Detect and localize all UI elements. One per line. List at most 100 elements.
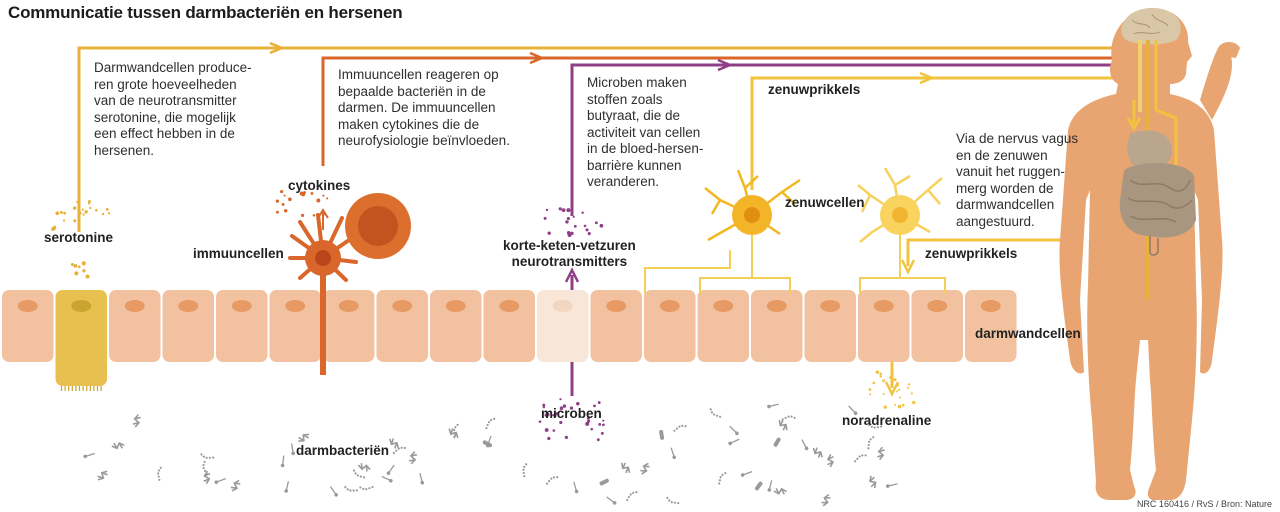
bacterium	[448, 428, 459, 439]
bacterium	[200, 453, 215, 459]
particle	[888, 376, 892, 380]
bacterium	[284, 481, 290, 493]
particle	[602, 423, 605, 427]
particle	[598, 422, 602, 426]
particle	[288, 197, 292, 202]
gut-wall-cells	[2, 290, 1017, 391]
bacterium	[408, 451, 418, 465]
bacterium	[673, 424, 687, 432]
particle	[899, 396, 901, 399]
particle	[561, 208, 566, 213]
particle	[73, 219, 77, 223]
particle	[538, 420, 542, 423]
bacterium	[740, 470, 753, 477]
particle	[544, 428, 549, 432]
paragraph-darmwandcellen: Darmwandcellen produce- ren grote hoevee…	[94, 60, 252, 158]
particle	[101, 212, 105, 216]
label-immuuncellen: immuuncellen	[193, 246, 284, 261]
label-vetzuren: korte-keten-vetzuren neurotransmitters	[503, 238, 636, 269]
bacterium	[868, 423, 883, 429]
gut-wall-cell	[2, 290, 54, 362]
particle	[573, 224, 577, 228]
bacterium	[386, 464, 395, 475]
particle	[896, 384, 899, 387]
particle	[82, 213, 85, 216]
bacterium	[357, 463, 371, 472]
gut-wall-cell	[590, 290, 642, 362]
particle	[578, 413, 581, 417]
particle	[564, 435, 568, 439]
bacterium	[709, 408, 722, 418]
particle	[542, 406, 546, 409]
particle	[910, 392, 913, 395]
bacterium	[620, 462, 631, 474]
human-body	[1059, 7, 1240, 501]
particle	[879, 375, 883, 378]
particle	[74, 271, 79, 276]
particle	[53, 227, 56, 230]
nerve-cell-left	[704, 169, 801, 242]
particle	[81, 208, 84, 211]
particle	[552, 414, 555, 417]
particle	[906, 386, 910, 389]
gut-wall-cell	[109, 290, 161, 362]
gut-wall-cell	[644, 290, 696, 362]
bacterium	[419, 472, 425, 485]
label-zenuwcellen: zenuwcellen	[785, 195, 865, 210]
bacterium	[640, 462, 650, 475]
particle	[280, 190, 284, 194]
particle	[590, 427, 594, 431]
bacterium	[773, 437, 781, 447]
particle	[76, 200, 79, 203]
particle	[585, 228, 589, 232]
particle	[581, 211, 584, 214]
particle	[543, 216, 547, 220]
particle	[894, 403, 897, 406]
nerve-pathway-upper	[750, 71, 1144, 190]
label-serotonine: serotonine	[44, 230, 114, 245]
bacterium	[230, 479, 241, 492]
bacterium	[767, 480, 773, 492]
bacterium	[485, 435, 492, 448]
particle	[586, 419, 591, 423]
particle	[912, 400, 916, 405]
particle	[310, 191, 314, 195]
particle	[322, 194, 325, 197]
particle	[559, 398, 562, 401]
bacterium	[606, 496, 617, 505]
particle	[558, 207, 562, 211]
particle	[82, 269, 86, 273]
serotonin-cell	[55, 290, 107, 391]
particle	[898, 388, 901, 391]
bacterium	[389, 438, 400, 449]
particle	[70, 263, 74, 266]
bacterium	[877, 446, 885, 461]
bacterium	[826, 453, 835, 468]
bacterium	[298, 433, 310, 442]
particle	[105, 208, 109, 211]
gut-wall-cell	[216, 290, 268, 362]
immune-cell-dendritic	[288, 213, 358, 375]
particle	[62, 219, 66, 222]
bacterium	[869, 475, 877, 489]
particle	[879, 372, 883, 376]
particle	[283, 194, 286, 197]
bacterium	[599, 478, 609, 486]
gut-wall-cell	[162, 290, 214, 362]
particle	[600, 431, 604, 435]
particle	[576, 402, 580, 406]
particle	[300, 213, 305, 218]
particle	[55, 211, 60, 216]
particle	[59, 210, 63, 214]
bacterium	[812, 447, 823, 458]
particle	[283, 209, 288, 213]
particle	[585, 421, 590, 426]
bacterium	[821, 493, 831, 507]
particle	[565, 220, 569, 224]
label-cytokines: cytokines	[288, 178, 351, 193]
particle	[882, 393, 885, 396]
gut-wall-cell	[965, 290, 1017, 362]
particle	[896, 390, 899, 393]
gut-wall-cell	[323, 290, 375, 362]
